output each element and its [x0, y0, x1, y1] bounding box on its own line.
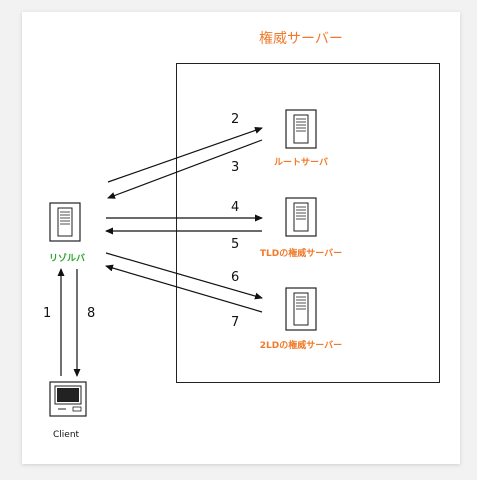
step-7-label: 7 — [231, 315, 240, 330]
step-2-label: 2 — [231, 112, 240, 127]
diagram-card — [22, 12, 460, 464]
resolver-label: リゾルバ — [49, 254, 86, 264]
tld-server-label: TLDの権威サーバー — [259, 249, 343, 259]
authority-servers-box — [176, 63, 440, 383]
step-8-label: 8 — [87, 306, 96, 321]
computer-icon — [49, 381, 87, 417]
resolver-server-icon — [49, 202, 81, 242]
sld-server-label: 2LDの権威サーバー — [259, 341, 343, 351]
authority-title: 権威サーバー — [259, 31, 343, 47]
step-4-label: 4 — [231, 200, 240, 215]
root-server-icon — [285, 109, 317, 149]
client-label: Client — [53, 430, 80, 440]
step-1-label: 1 — [43, 306, 52, 321]
step-5-label: 5 — [231, 237, 240, 252]
arrow-step-3 — [107, 139, 263, 199]
step-6-label: 6 — [231, 270, 240, 285]
arrow-step-6 — [105, 252, 263, 300]
root-server-label: ルートサーバ — [274, 158, 328, 168]
tld-server-icon — [285, 197, 317, 237]
arrow-step-7 — [105, 264, 263, 313]
step-3-label: 3 — [231, 160, 240, 175]
sld-server-icon — [285, 287, 317, 331]
arrow-step-2 — [107, 127, 263, 183]
